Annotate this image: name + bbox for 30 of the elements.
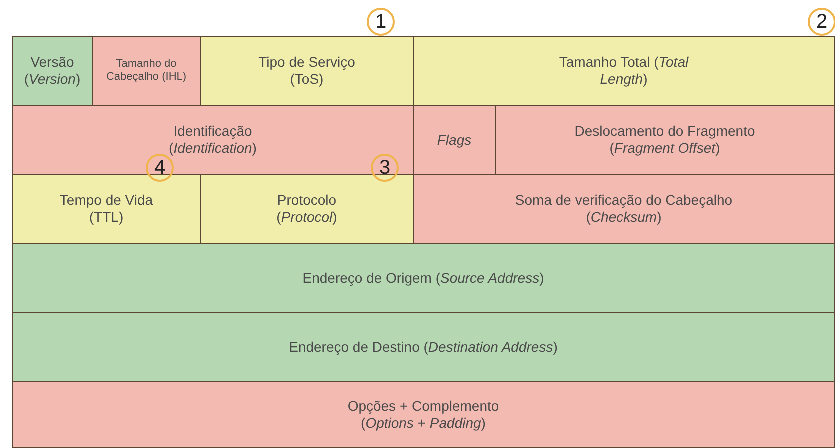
field-name: Soma de verificação do Cabeçalho (Checksum) [514,192,734,226]
field-name: Protocolo (Protocol) [276,192,338,226]
field-name: Tempo de Vida (TTL) [58,192,154,226]
field-cell [92,36,201,106]
field-name: Endereço de Destino (Destination Address) [289,338,558,356]
field-cell [413,36,835,106]
field-name: Flags [437,132,472,148]
field-name: Deslocamento do Fragmento (Fragment Offset) [574,123,756,157]
field-name: Tipo de Serviço (ToS) [258,54,356,88]
field-cell [413,105,496,175]
field-name: Endereço de Origem (Source Address) [302,270,544,286]
field-cell [12,36,93,106]
field-name: Identificação (Identification) [168,123,258,157]
field-cell [413,174,835,244]
field-cell [12,312,835,382]
field-name: Opções + Complemento (Options + Padding) [346,398,500,432]
callout-number: 3 [371,154,399,182]
callout-number: 2 [808,8,835,36]
field-name: Versão (Version) [23,54,82,88]
field-cell [12,243,835,313]
field-cell [200,174,414,244]
field-name: Tamanho do Cabeçalho (IHL) [105,58,188,84]
field-cell [12,381,835,448]
field-cell [12,174,201,244]
callout-number: 1 [367,8,395,36]
field-cell [495,105,835,175]
callout-number: 4 [146,154,174,182]
field-name: Tamanho Total (Total Length) [558,54,690,88]
field-cell [200,36,414,106]
field-cell [12,105,414,175]
